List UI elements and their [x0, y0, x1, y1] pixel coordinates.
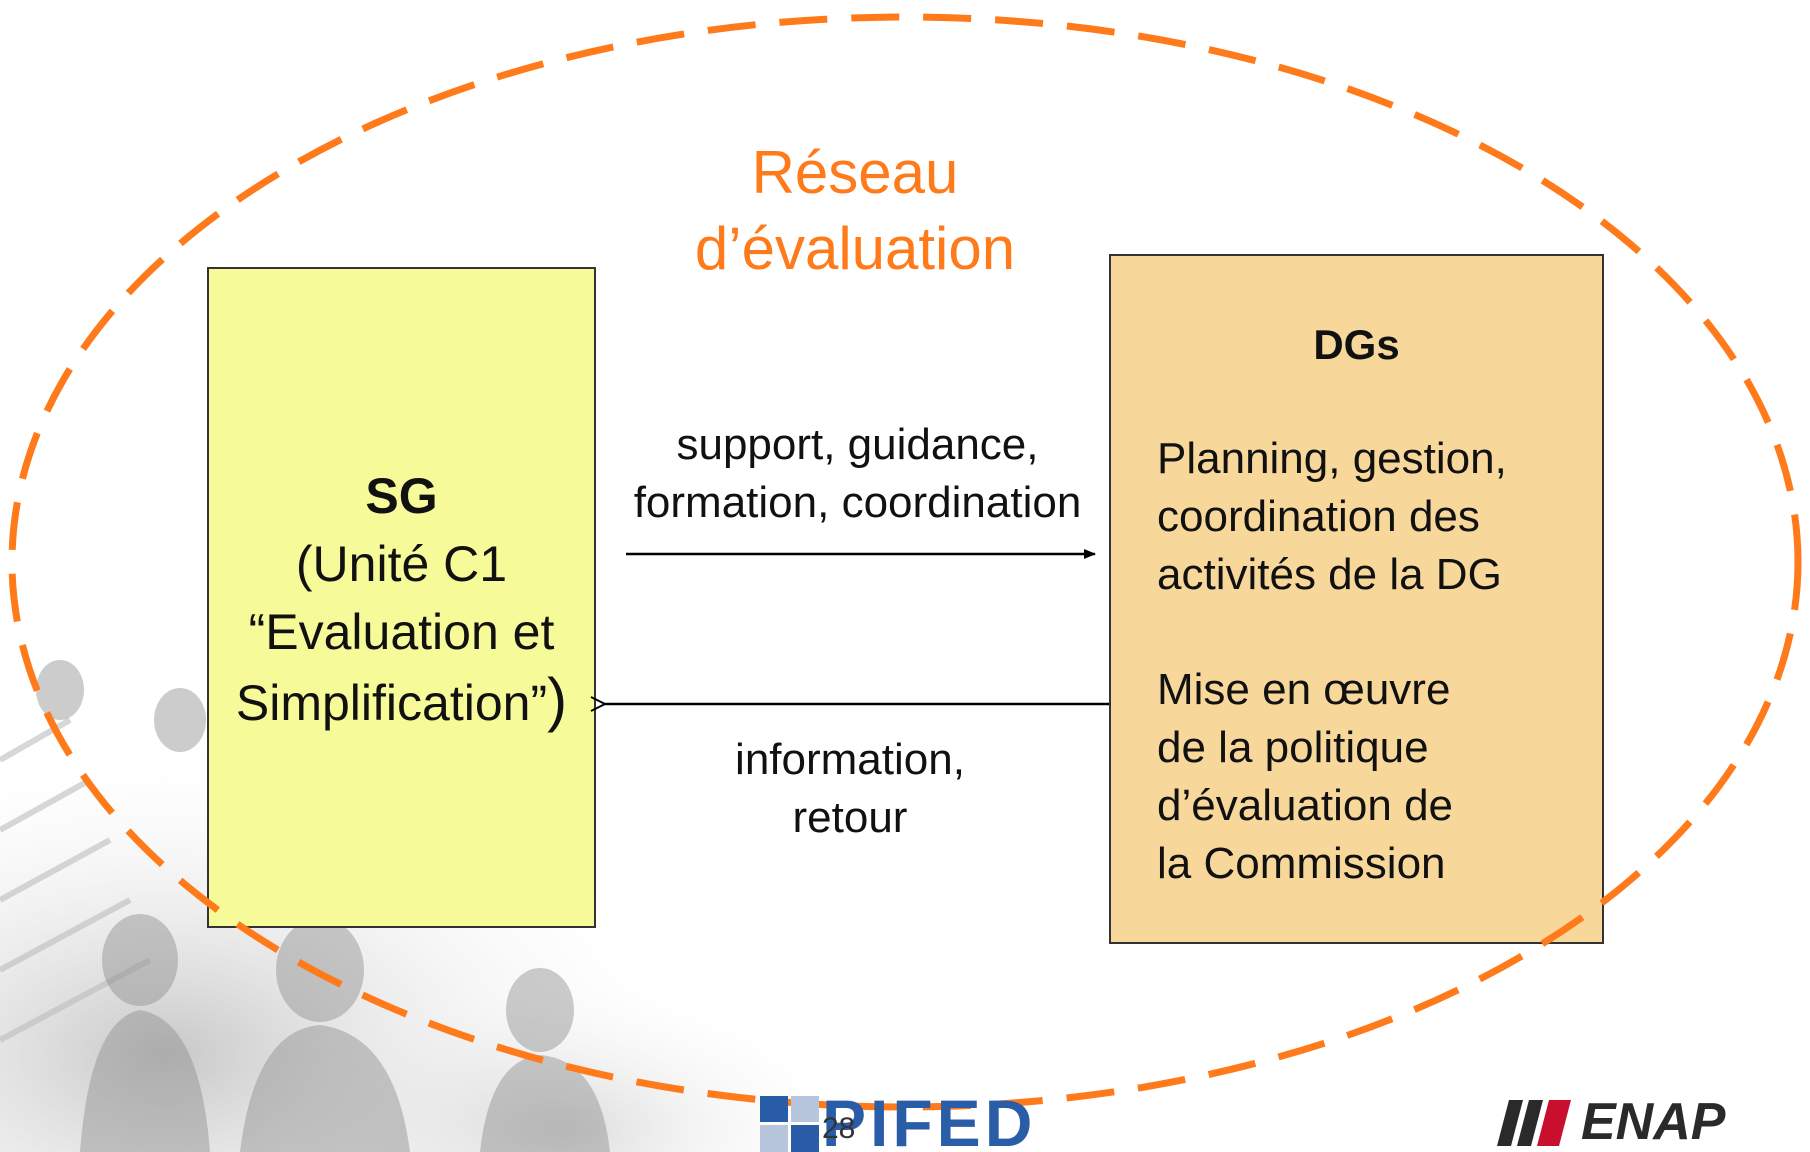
- enap-logo: ENAP: [1495, 1092, 1755, 1152]
- sg-line-3-wrap: Simplification”): [207, 666, 596, 737]
- dg-block-2-line-4: la Commission: [1157, 839, 1446, 888]
- enap-bars-icon: [1497, 1100, 1571, 1146]
- pifed-squares-icon: [760, 1096, 819, 1152]
- arrow-bottom-label-line-2: retour: [792, 793, 908, 842]
- dg-heading: DGs: [1313, 321, 1400, 368]
- dg-block-1: Planning, gestion, coordination des acti…: [1157, 430, 1507, 604]
- network-title-line2: d’évaluation: [694, 215, 1016, 282]
- page-number: 28: [822, 1112, 856, 1145]
- sg-heading: SG: [365, 468, 438, 524]
- dg-block-1-line-3: activités de la DG: [1157, 550, 1502, 599]
- sg-box: [207, 267, 596, 928]
- dg-block-1-line-2: coordination des: [1157, 492, 1480, 541]
- network-title: Réseau d’évaluation: [560, 135, 1150, 287]
- arrow-bottom-label: information, retour: [640, 731, 1060, 847]
- dg-block-2-line-1: Mise en œuvre: [1157, 665, 1451, 714]
- dg-block-2-line-3: d’évaluation de: [1157, 781, 1454, 830]
- dg-block-1-line-1: Planning, gestion,: [1157, 434, 1507, 483]
- sg-line-2: “Evaluation et: [248, 604, 555, 660]
- enap-logo-text: ENAP: [1581, 1093, 1726, 1151]
- sg-close-paren: ): [547, 666, 568, 733]
- dg-box: [1109, 254, 1604, 944]
- arrow-top-label: support, guidance, formation, coordinati…: [600, 416, 1115, 532]
- network-ellipse: [8, 13, 1802, 1111]
- sg-box-text: SG (Unité C1 “Evaluation et Simplificati…: [207, 462, 596, 737]
- dg-block-2-line-2: de la politique: [1157, 723, 1429, 772]
- arrow-top-label-line-1: support, guidance,: [676, 420, 1039, 469]
- network-title-line1: Réseau: [751, 139, 959, 206]
- dg-block-2: Mise en œuvre de la politique d’évaluati…: [1157, 661, 1453, 893]
- sg-line-3: Simplification”: [235, 675, 548, 731]
- arrow-bottom-label-line-1: information,: [735, 735, 965, 784]
- arrow-top-label-line-2: formation, coordination: [633, 478, 1082, 527]
- pifed-logo-text: PIFED: [822, 1086, 1037, 1152]
- sg-line-1: (Unité C1: [295, 536, 508, 592]
